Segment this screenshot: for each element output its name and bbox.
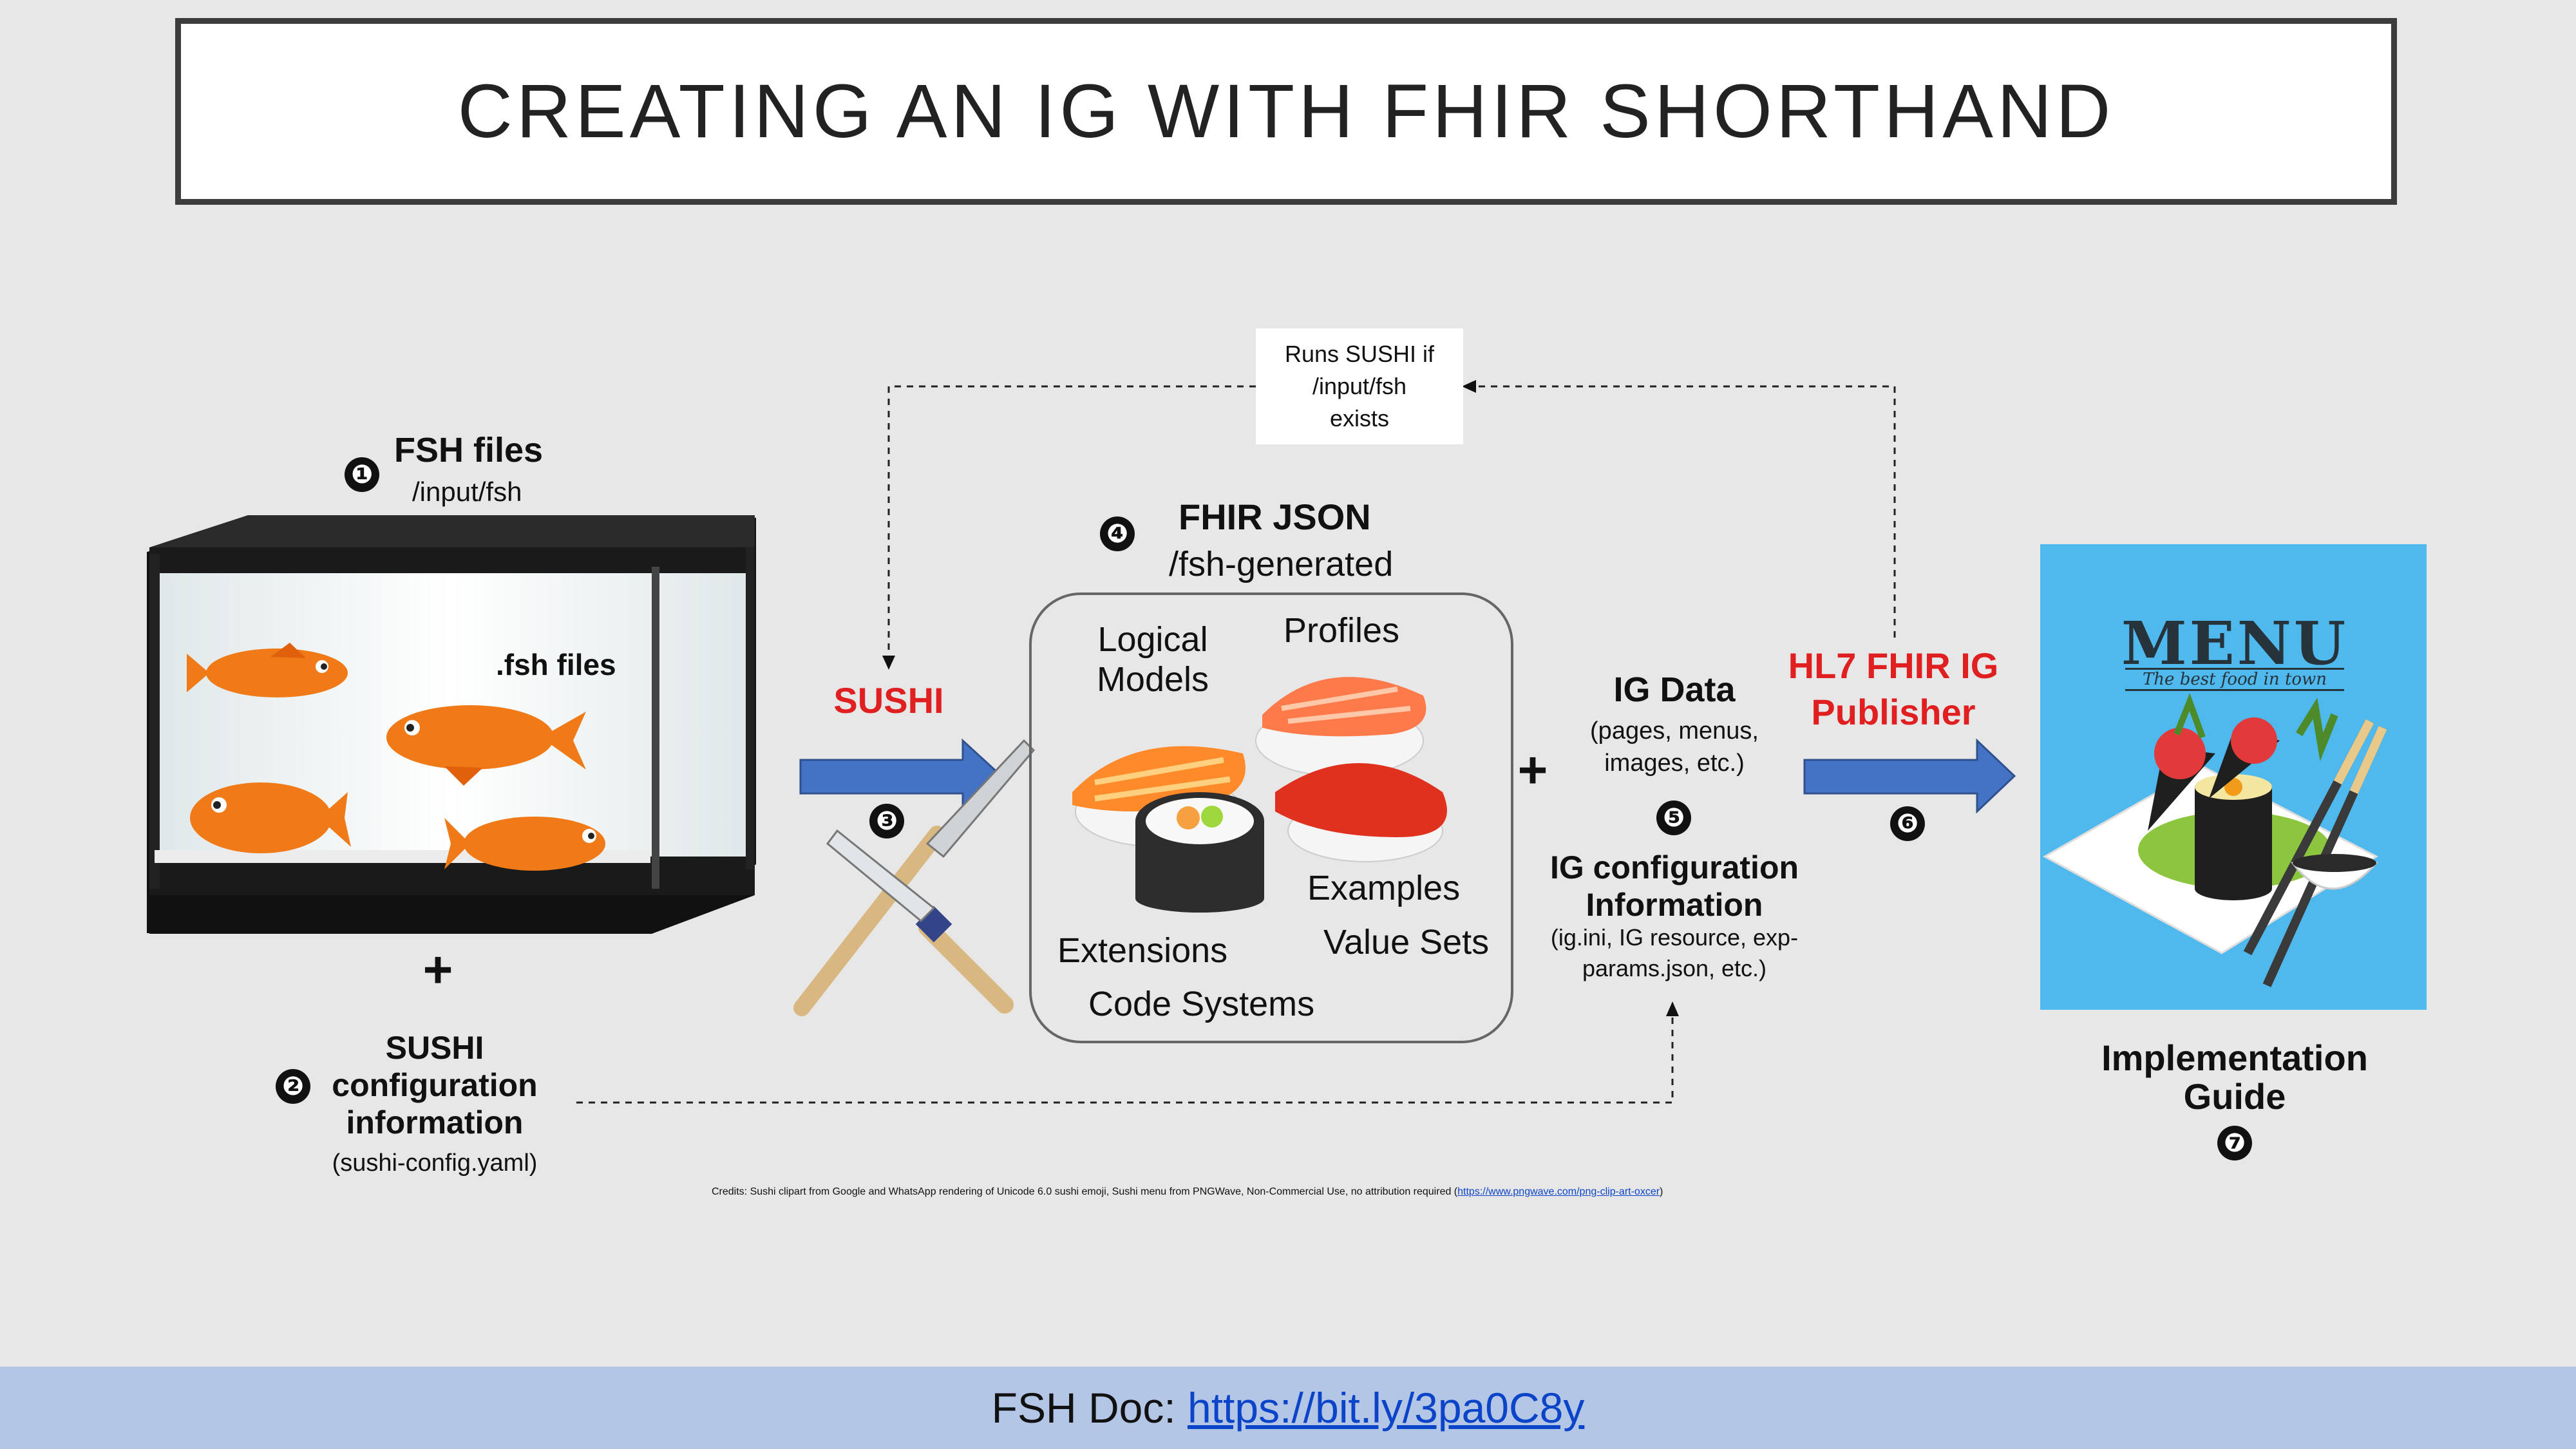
sushi-config-line2: configuration <box>332 1067 538 1103</box>
ig-config-sub-line1: (ig.ini, IG resource, exp- <box>1550 924 1799 951</box>
logical-models-line2: Models <box>1096 660 1209 699</box>
salmon-nigiri <box>1255 677 1426 777</box>
code-systems-label: Code Systems <box>1088 985 1315 1023</box>
config-arrowhead <box>1666 1001 1679 1016</box>
credits-line: Credits: Sushi clipart from Google and W… <box>712 1186 1663 1198</box>
ig-config-sub-line2: params.json, etc.) <box>1582 955 1767 981</box>
credits-link[interactable]: https://www.pngwave.com/png-clip-art-oxc… <box>1457 1186 1660 1197</box>
menu-image <box>2040 544 2427 1010</box>
ig-config-sub: (ig.ini, IG resource, exp- params.json, … <box>1520 922 1829 984</box>
title-box: CREATING AN IG WITH FHIR SHORTHAND <box>175 18 2397 205</box>
ig-data-sub: (pages, menus, images, etc.) <box>1546 715 1803 779</box>
examples-label: Examples <box>1307 869 1461 907</box>
ig-data-sub-line2: images, etc.) <box>1604 750 1745 777</box>
loop-arrowhead-sushi <box>882 656 895 670</box>
fhir-json-path: /fsh-generated <box>1169 545 1394 583</box>
ig-publisher-line2: Publisher <box>1811 692 1976 732</box>
fsh-files-path: /input/fsh <box>412 477 522 507</box>
sushi-config-line3: information <box>346 1104 524 1141</box>
step-5-badge: ❺ <box>1656 800 1691 835</box>
note-line2: /input/fsh <box>1312 373 1407 399</box>
fish-4 <box>444 817 605 871</box>
fsh-doc-link[interactable]: https://bit.ly/3pa0C8y <box>1188 1384 1585 1432</box>
sushi-config-line1: SUSHI <box>385 1030 484 1066</box>
implementation-guide-label: Implementation Guide <box>2041 1039 2428 1116</box>
maki-roll <box>1135 792 1264 913</box>
fish-2 <box>386 705 586 786</box>
runs-sushi-loop <box>887 385 1896 660</box>
step-7-badge: ❼ <box>2217 1126 2252 1160</box>
tank-label: .fsh files <box>496 648 616 681</box>
config-link <box>576 1014 1674 1104</box>
step-3-badge: ❸ <box>869 804 904 838</box>
loop-arrowhead-note <box>1462 380 1476 393</box>
step-4-badge: ❹ <box>1100 516 1135 551</box>
menu-tagline: The best food in town <box>2125 668 2344 691</box>
ig-config-line1: IG configuration <box>1549 849 1799 886</box>
footer-label: FSH Doc: <box>991 1384 1176 1432</box>
publisher-arrow <box>1803 738 2016 814</box>
tuna-nigiri <box>1275 763 1447 862</box>
ig-publisher-line1: HL7 FHIR IG <box>1788 645 1999 686</box>
value-sets-label: Value Sets <box>1323 923 1490 961</box>
ig-data-title: IG Data <box>1613 670 1736 709</box>
step-1-badge: ❶ <box>345 457 379 492</box>
note-line1: Runs SUSHI if <box>1284 341 1435 367</box>
implementation-guide-line2: Guide <box>2183 1076 2286 1117</box>
sushi-config-label: SUSHI configuration information <box>306 1029 564 1141</box>
ig-config-line2: Information <box>1586 887 1763 923</box>
fish-1 <box>187 643 348 697</box>
sushi-image <box>1072 677 1447 913</box>
logical-models-label: Logical Models <box>1069 620 1236 699</box>
credits-close: ) <box>1660 1186 1663 1197</box>
fhir-json-label: FHIR JSON <box>1179 497 1371 537</box>
step-6-badge: ❻ <box>1890 806 1925 841</box>
knives-image <box>793 739 1036 1016</box>
profiles-label: Profiles <box>1283 611 1400 650</box>
implementation-guide-line1: Implementation <box>2101 1037 2368 1078</box>
sushi-label: SUSHI <box>833 680 944 721</box>
footer-bar: FSH Doc: https://bit.ly/3pa0C8y <box>0 1367 2576 1449</box>
logical-models-line1: Logical <box>1097 620 1208 659</box>
ig-publisher-label: HL7 FHIR IG Publisher <box>1739 643 2048 735</box>
credits-text: Credits: Sushi clipart from Google and W… <box>712 1186 1458 1197</box>
fhir-json-box <box>1029 592 1513 1043</box>
plus-sign-ig-data: + <box>1517 741 1548 799</box>
note-line3: exists <box>1329 405 1389 431</box>
ig-config-title: IG configuration Information <box>1520 849 1829 923</box>
step-2-badge: ❷ <box>276 1069 310 1104</box>
sushi-config-file: (sushi-config.yaml) <box>332 1150 538 1177</box>
ig-data-sub-line1: (pages, menus, <box>1590 717 1759 744</box>
runs-sushi-note: Runs SUSHI if /input/fsh exists <box>1256 328 1463 444</box>
menu-title: MENU <box>2121 609 2349 678</box>
plus-sign-config: + <box>422 941 453 998</box>
extensions-label: Extensions <box>1057 931 1228 970</box>
slide-title: CREATING AN IG WITH FHIR SHORTHAND <box>457 69 2115 154</box>
fish-group <box>187 643 605 871</box>
fsh-files-label: FSH files <box>394 431 544 469</box>
fish-3 <box>190 782 351 853</box>
